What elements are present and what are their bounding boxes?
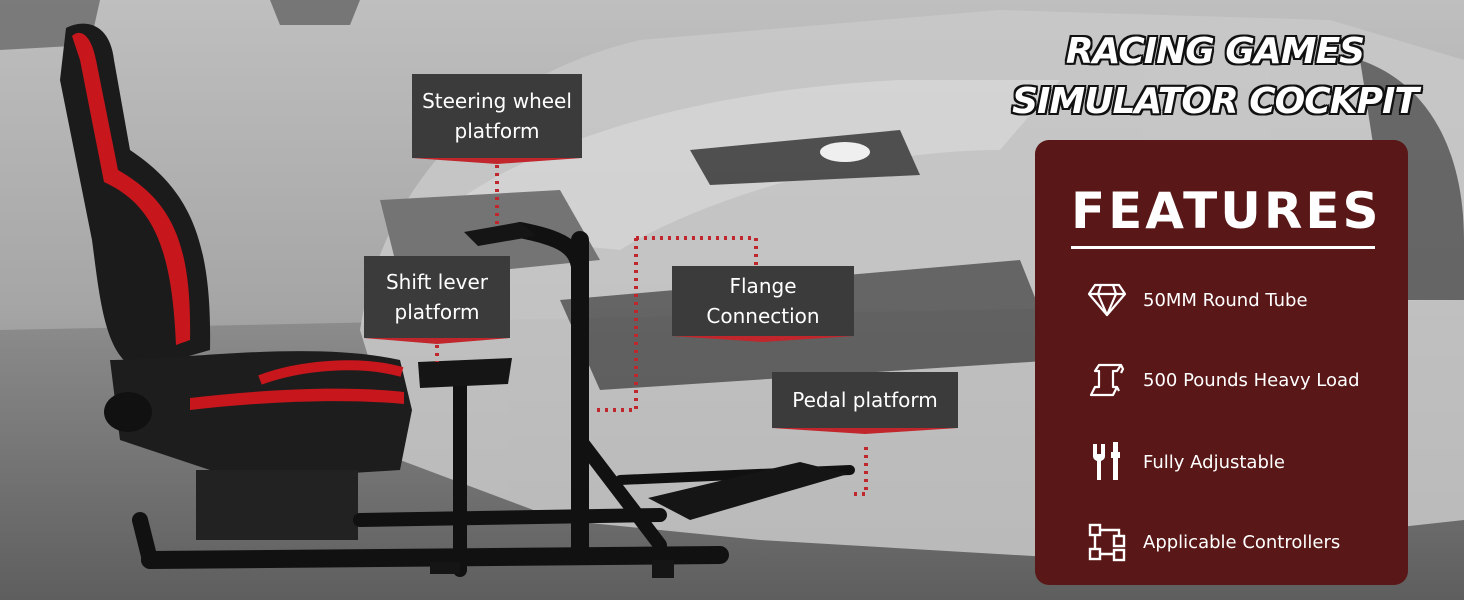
- platforms: [418, 222, 848, 578]
- callout-line-1: Steering wheel: [422, 89, 572, 113]
- wrench-icon: [1085, 440, 1129, 484]
- feature-item: 500 Pounds Heavy Load: [1085, 358, 1360, 402]
- callout-line-2: platform: [454, 119, 540, 143]
- feature-item: 50MM Round Tube: [1085, 278, 1308, 322]
- steel-beam-icon: [1085, 358, 1129, 402]
- callout-line-2: Connection: [706, 304, 820, 328]
- cockpit-frame: [132, 222, 855, 577]
- diamond-icon: [1085, 278, 1129, 322]
- callout-steering-wheel-platform: Steering wheel platform: [412, 74, 582, 158]
- feature-label: Fully Adjustable: [1143, 451, 1285, 473]
- callout-line-1: Flange: [729, 274, 797, 298]
- features-divider: [1071, 246, 1375, 249]
- callout-leaders: [435, 165, 868, 496]
- callout-flange-connection: Flange Connection: [672, 266, 854, 336]
- features-panel: FEATURES 50MM Round Tube 500 Pounds Heav…: [1035, 140, 1408, 585]
- feature-label: Applicable Controllers: [1143, 531, 1341, 553]
- features-heading: FEATURES: [1071, 182, 1382, 240]
- flowchart-icon: [1085, 520, 1129, 564]
- feature-label: 500 Pounds Heavy Load: [1143, 369, 1360, 391]
- feature-label: 50MM Round Tube: [1143, 289, 1308, 311]
- callout-line-1: Shift lever: [385, 270, 489, 294]
- feature-item: Fully Adjustable: [1085, 440, 1285, 484]
- callout-pedal-platform: Pedal platform: [772, 372, 958, 428]
- page-title-line-1: RACING GAMES: [1065, 31, 1365, 72]
- page-title-line-2: SIMULATOR COCKPIT: [1012, 81, 1419, 122]
- racing-seat: [60, 23, 412, 540]
- feature-item: Applicable Controllers: [1085, 520, 1340, 564]
- callout-line-1: Pedal platform: [792, 388, 938, 412]
- callout-shift-lever-platform: Shift lever platform: [364, 256, 510, 338]
- callout-line-2: platform: [394, 300, 480, 324]
